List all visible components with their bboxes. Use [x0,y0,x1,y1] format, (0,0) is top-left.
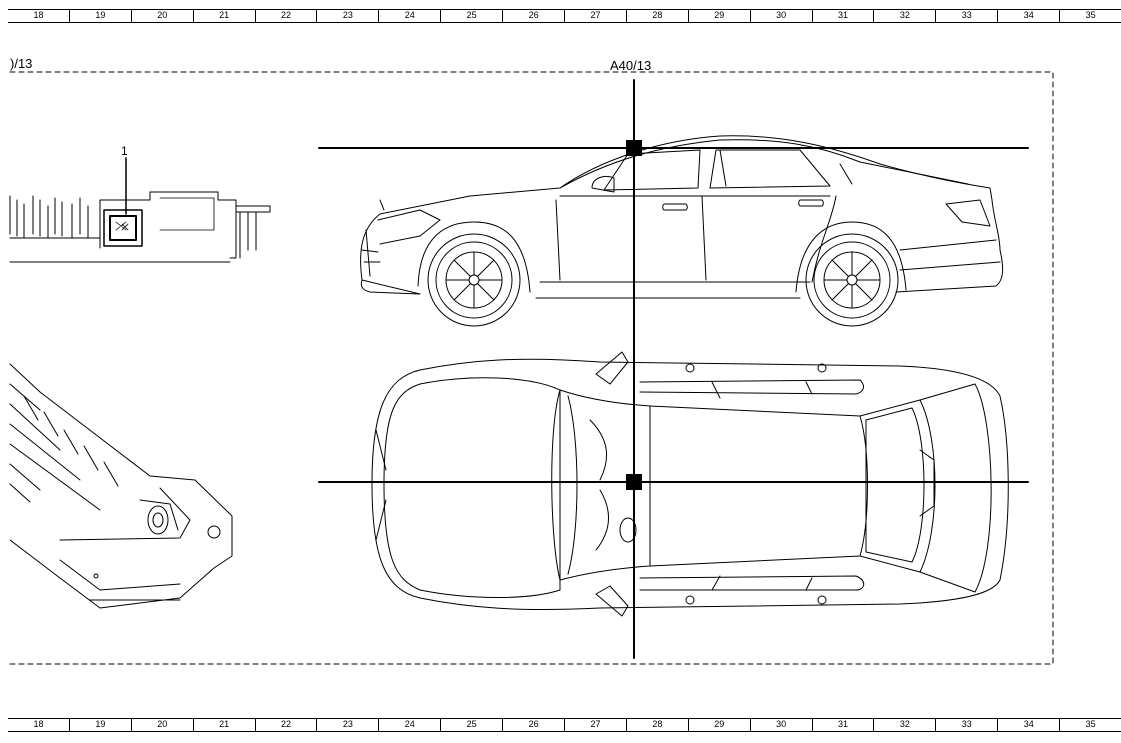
grid-column-label: 20 [130,10,193,22]
location-marker-side [626,140,642,156]
vehicle-side-view [360,135,1004,327]
grid-column-label: 24 [378,10,440,22]
grid-column-label: 31 [811,719,874,731]
grid-column-label: 25 [440,719,502,731]
grid-column-label: 18 [33,719,44,729]
module-housing-drawing [9,363,233,609]
location-marker-top [626,474,642,490]
grid-column-label: 24 [378,719,440,731]
grid-column-label: 22 [254,719,317,731]
vehicle-top-view [371,351,1009,617]
grid-column-label: 22 [254,10,317,22]
grid-column-label: 23 [316,10,378,22]
grid-column-label: 19 [68,10,131,22]
grid-column-label: 27 [564,719,626,731]
callout-number-1: 1 [121,144,128,158]
grid-column-label: 30 [749,10,812,22]
grid-column-label: 29 [687,10,750,22]
grid-column-label: 34 [997,719,1059,731]
grid-column-label: 28 [625,719,688,731]
grid-column-label: 23 [316,719,378,731]
grid-column-label: 21 [192,719,255,731]
grid-column-label: 21 [192,10,255,22]
left-component-label: )/13 [10,56,33,71]
location-crosshairs [318,79,1029,659]
grid-column-label: 35 [1059,10,1121,22]
grid-column-label: 28 [625,10,688,22]
grid-column-label: 25 [440,10,502,22]
grid-column-label: 34 [997,10,1059,22]
grid-column-label: 27 [564,10,626,22]
grid-column-label: 32 [873,10,935,22]
connector-detail-drawing [9,157,271,263]
grid-column-label: 20 [130,719,193,731]
grid-column-label: 26 [502,719,564,731]
grid-column-label: 29 [687,719,750,731]
grid-column-label: 31 [811,10,874,22]
grid-column-label: 30 [749,719,812,731]
grid-column-label: 19 [68,719,131,731]
component-region-frame [9,71,1054,665]
grid-column-label: 33 [935,10,997,22]
grid-column-label: 35 [1059,719,1121,731]
grid-column-label: 26 [502,10,564,22]
grid-column-label: 18 [33,10,44,20]
grid-column-label: 33 [935,719,997,731]
grid-column-label: 32 [873,719,935,731]
component-label-a40-13: A40/13 [610,58,652,73]
